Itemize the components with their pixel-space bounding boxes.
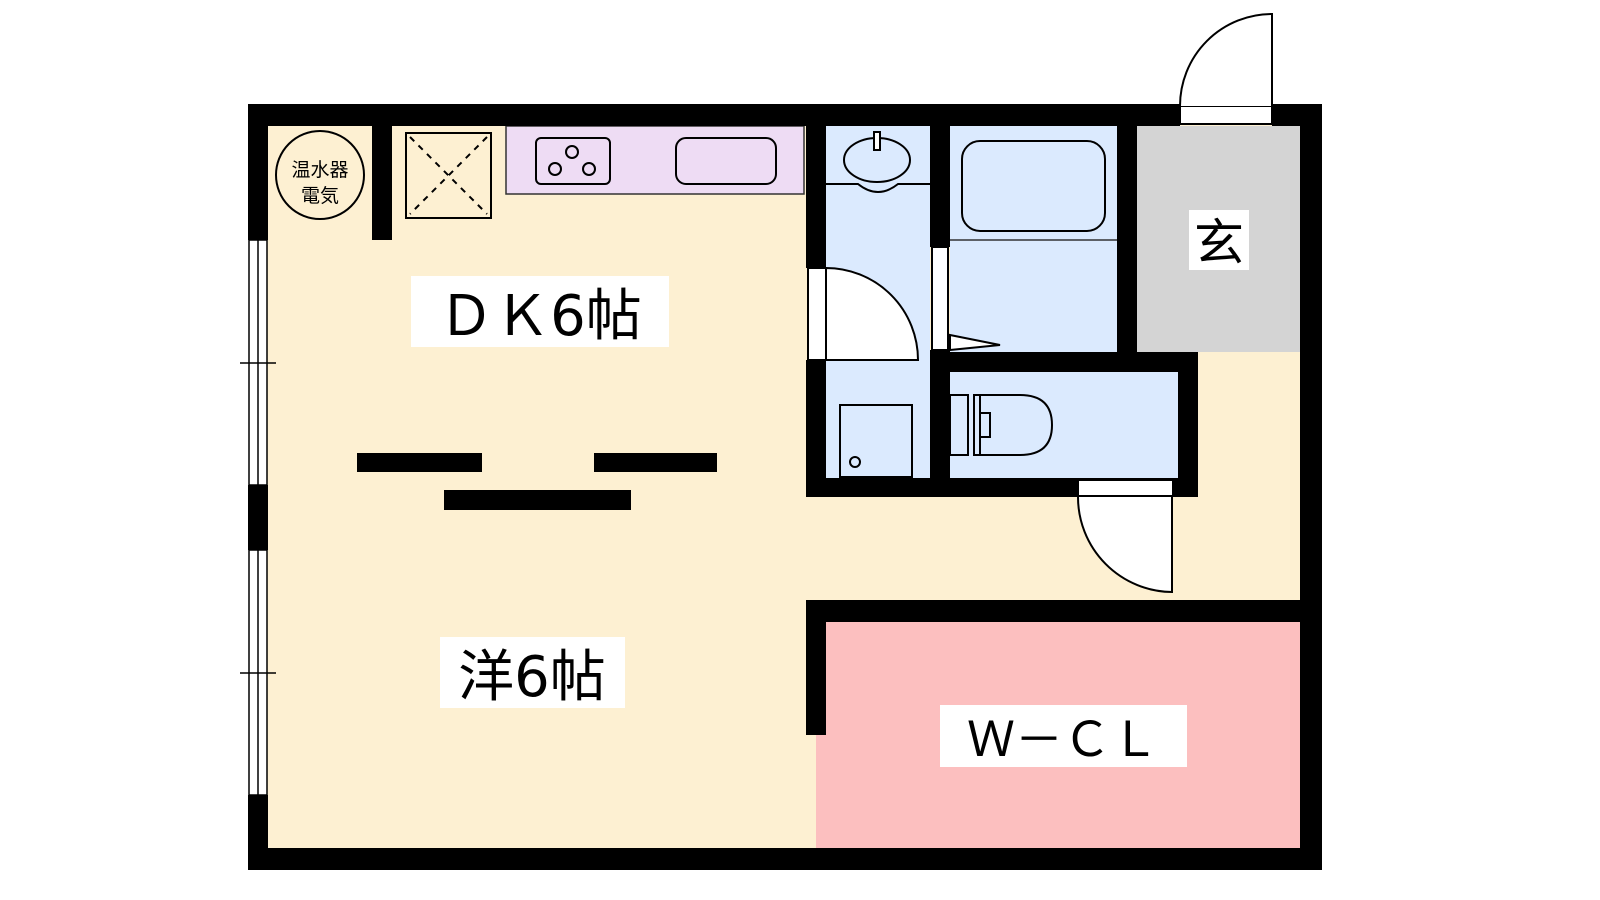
washroom-door[interactable] — [807, 266, 920, 361]
sink-icon — [675, 137, 777, 185]
bathroom-door[interactable] — [931, 246, 1001, 352]
room-label-entrance: 玄 — [1194, 214, 1244, 272]
partition-bars — [357, 453, 717, 510]
room-label-wcl: Ｗ－ＣＬ — [967, 712, 1159, 768]
wash-basin-icon — [826, 131, 930, 193]
toilet-floor — [950, 372, 1178, 478]
toilet-door[interactable] — [1077, 479, 1174, 594]
water-heater: 温水器 電気 — [275, 130, 365, 220]
room-label-dk: ＤＫ6帖 — [438, 284, 642, 349]
bathtub-icon — [961, 140, 1106, 232]
water-heater-type: 電気 — [301, 185, 339, 207]
bathroom-floor — [950, 126, 1117, 352]
room-label-western: 洋6帖 — [458, 645, 606, 710]
water-heater-label: 温水器 — [291, 159, 348, 181]
window-upper — [240, 239, 276, 486]
walls — [248, 104, 1322, 870]
window-lower — [240, 549, 276, 796]
washing-machine-icon — [839, 404, 913, 478]
fridge-space-icon — [405, 132, 492, 219]
entrance-door[interactable] — [1179, 12, 1273, 125]
stove-icon — [535, 137, 611, 185]
